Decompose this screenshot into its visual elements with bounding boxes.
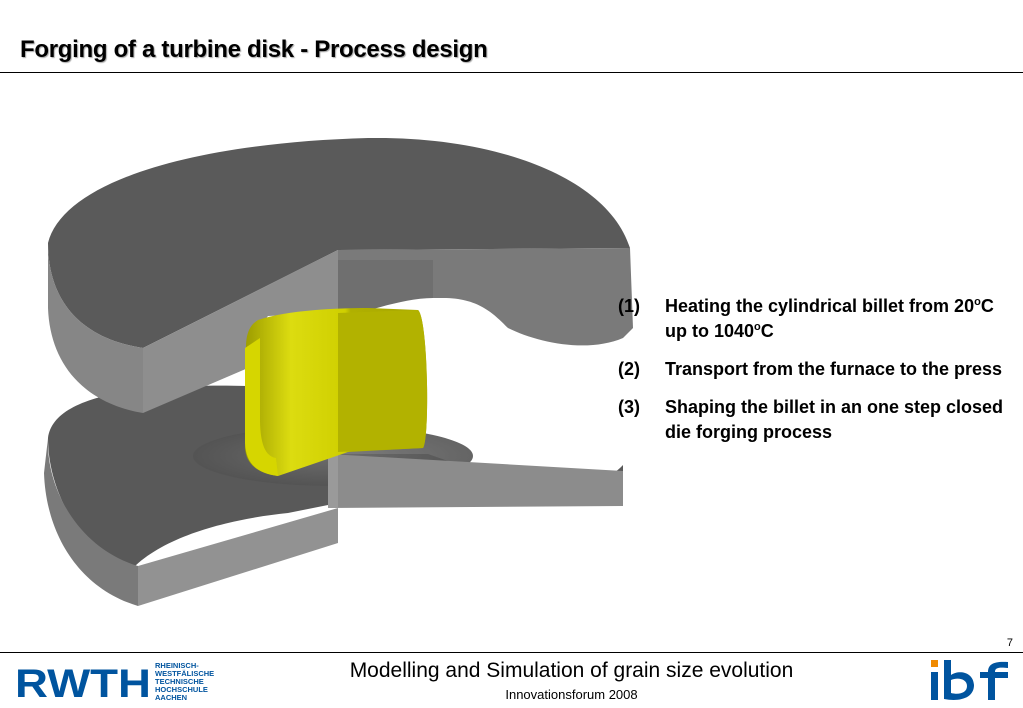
- svg-text:TECHNISCHE: TECHNISCHE: [155, 677, 204, 686]
- svg-text:RHEINISCH-: RHEINISCH-: [155, 661, 199, 670]
- process-step: (2) Transport from the furnace to the pr…: [618, 357, 1013, 382]
- step-number: (2): [618, 359, 640, 379]
- svg-text:WESTFÄLISCHE: WESTFÄLISCHE: [155, 669, 214, 678]
- svg-text:AACHEN: AACHEN: [155, 693, 187, 702]
- turbine-disk-die-figure: [44, 138, 633, 606]
- footer-subtitle: Innovationsforum 2008: [505, 687, 638, 702]
- page-number: 7: [1006, 637, 1013, 649]
- billet: [245, 308, 428, 476]
- process-step: (3) Shaping the billet in an one step cl…: [618, 395, 1013, 445]
- upper-die: [48, 138, 633, 413]
- title-divider: [0, 72, 1023, 73]
- step-text: Transport from the furnace to the press: [665, 359, 1003, 379]
- ibf-logo: [931, 660, 1008, 700]
- svg-text:HOCHSCHULE: HOCHSCHULE: [155, 685, 208, 694]
- step-number: (3): [618, 397, 640, 417]
- process-steps-list: (1) Heating the cylindrical billet from …: [618, 294, 1013, 458]
- step-text: Heating the cylindrical billet from 20oC…: [665, 296, 994, 341]
- footer-divider: [0, 652, 1023, 653]
- process-step: (1) Heating the cylindrical billet from …: [618, 294, 1013, 344]
- rwth-logo: RWTH RHEINISCH- WESTFÄLISCHE TECHNISCHE …: [15, 661, 214, 702]
- footer-title: Modelling and Simulation of grain size e…: [349, 659, 794, 682]
- step-text: Shaping the billet in an one step closed…: [665, 397, 1004, 442]
- step-number: (1): [618, 296, 640, 316]
- slide-title: Forging of a turbine disk - Process desi…: [20, 36, 488, 63]
- svg-text:RWTH: RWTH: [15, 662, 151, 702]
